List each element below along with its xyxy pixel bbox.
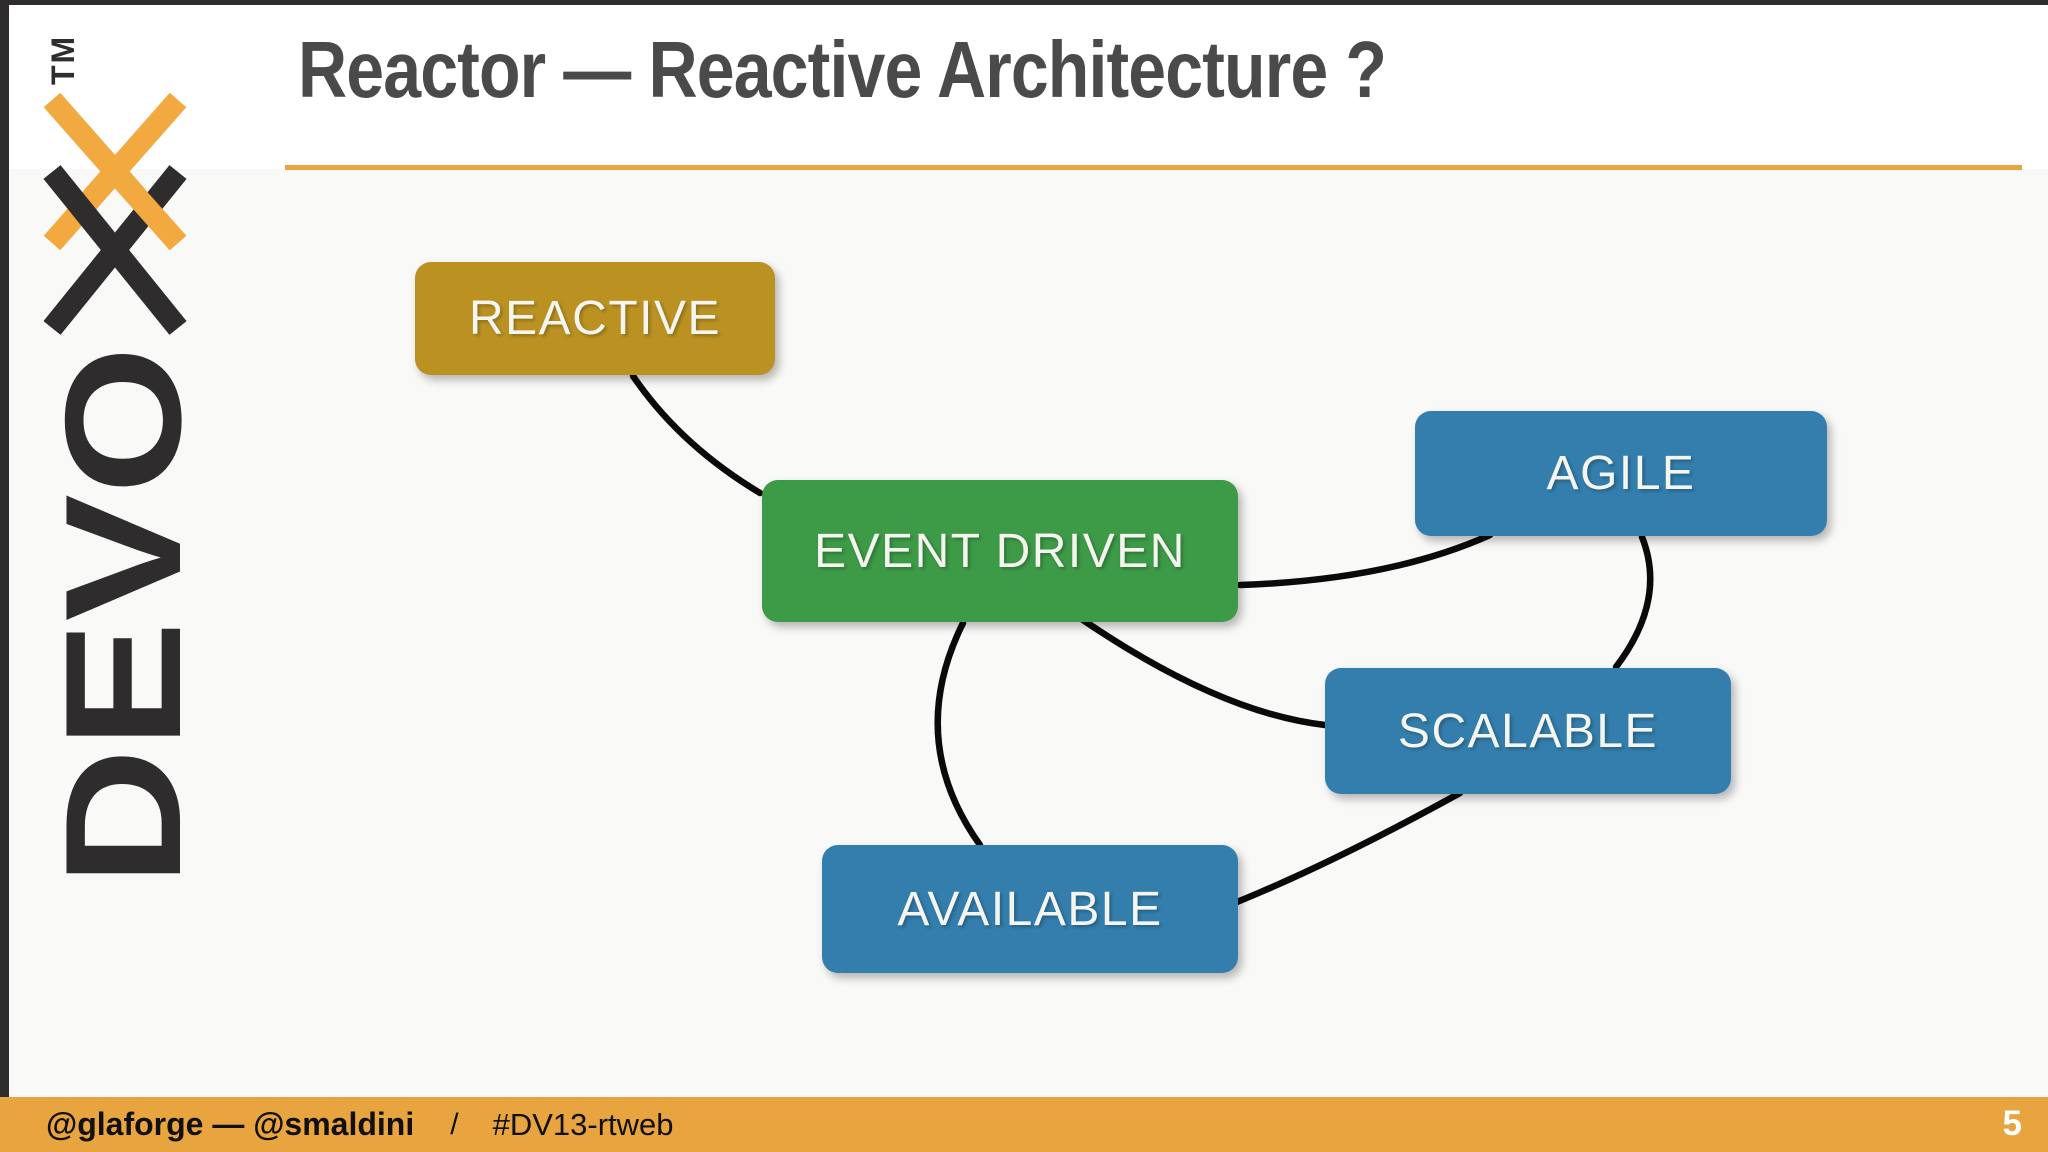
edge-event-driven-to-available bbox=[934, 619, 984, 849]
edge-reactive-to-event-driven bbox=[629, 372, 764, 497]
edge-event-driven-to-agile bbox=[1236, 531, 1494, 589]
edge-event-driven-to-scalable bbox=[1079, 616, 1329, 729]
logo-letters-devo: DEVO bbox=[31, 346, 215, 886]
logo-x-black bbox=[43, 165, 187, 335]
devoxx-logo-graphic: TM DEVO bbox=[31, 35, 215, 886]
node-reactive: REACTIVE bbox=[415, 262, 775, 375]
footer-hashtag: #DV13-rtweb bbox=[492, 1106, 674, 1142]
node-event-driven: EVENT DRIVEN bbox=[762, 480, 1238, 622]
logo-x-weave-segment bbox=[106, 164, 187, 251]
footer-separator: / bbox=[450, 1107, 459, 1141]
footer-authors: @glaforge — @smaldini bbox=[46, 1106, 415, 1142]
footer-bar: @glaforge — @smaldini / #DV13-rtweb 5 bbox=[0, 1097, 2048, 1152]
node-available: AVAILABLE bbox=[822, 845, 1238, 973]
logo-tm-mark: TM bbox=[45, 35, 81, 85]
node-agile: AGILE bbox=[1415, 411, 1827, 536]
node-scalable: SCALABLE bbox=[1325, 668, 1731, 794]
slide-top-border bbox=[0, 0, 2048, 5]
edge-scalable-to-available bbox=[1233, 789, 1464, 906]
devoxx-logo: TM DEVO bbox=[0, 0, 230, 1100]
edge-agile-to-scalable bbox=[1612, 533, 1654, 671]
title-underline bbox=[285, 165, 2022, 170]
slide-left-border bbox=[0, 0, 9, 1097]
page-number: 5 bbox=[2002, 1103, 2022, 1143]
slide-title: Reactor — Reactive Architecture ? bbox=[298, 25, 1387, 114]
